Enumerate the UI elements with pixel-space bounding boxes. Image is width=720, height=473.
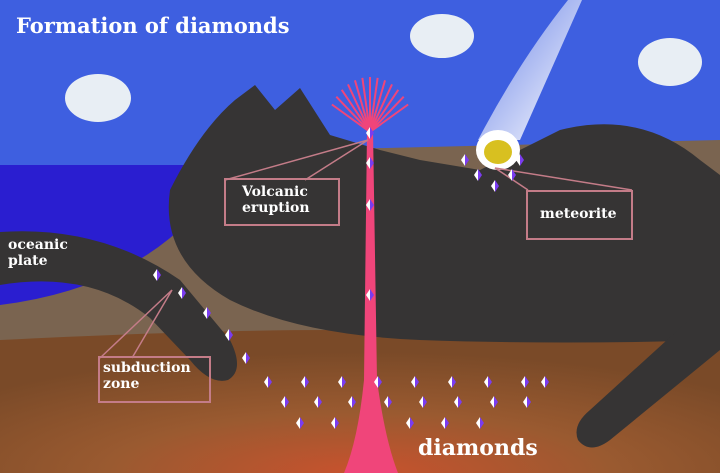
oceanic-line-2: plate (8, 253, 48, 270)
oceanic-plate (0, 231, 238, 381)
subduction-leader (99, 289, 173, 359)
meteor-core (484, 140, 512, 164)
subduction-line-2: zone (103, 376, 140, 393)
subduction-line-1: subduction (103, 360, 191, 376)
diamond-markers (153, 127, 549, 429)
eruption-ray (369, 80, 387, 133)
diamond-icon (264, 376, 272, 388)
diamond-icon (541, 376, 549, 388)
descending-slab (576, 300, 720, 448)
eruption-ray (353, 80, 371, 133)
subduction-zone-box (98, 356, 211, 403)
eruption-ray (347, 83, 371, 133)
eruption-ray (335, 95, 371, 133)
diamond-icon (523, 396, 531, 408)
volcanic-eruption-box (224, 178, 340, 226)
diamond-icon (301, 376, 309, 388)
diamond-icon (516, 154, 524, 166)
diamond-icon (474, 169, 482, 181)
diamond-icon (411, 376, 419, 388)
label-leaders (99, 139, 633, 359)
clouds (65, 14, 702, 122)
eruption-ray (361, 77, 371, 133)
diamond-icon (314, 396, 322, 408)
magma-pipe (344, 130, 398, 473)
eruption-ray (369, 89, 400, 133)
eruption-ray (369, 103, 409, 133)
eruption-ray (331, 103, 371, 133)
diamond-icon (521, 376, 529, 388)
diamond-icon (461, 154, 469, 166)
meteorite-box (526, 190, 633, 240)
meteor-tail (478, 0, 582, 140)
diamond-icon (374, 376, 382, 388)
diamond-icon (441, 417, 449, 429)
eruption-ray (369, 95, 405, 133)
cloud (65, 74, 131, 122)
diamond-icon (454, 396, 462, 408)
meteorite (476, 0, 582, 170)
eruption-ray (340, 89, 371, 133)
diamond-icon (476, 417, 484, 429)
cloud (410, 14, 474, 58)
volcanic-line-2: eruption (242, 200, 310, 217)
diagram-title: Formation of diamonds (16, 13, 290, 38)
diamond-icon (406, 417, 414, 429)
diamond-icon (419, 396, 427, 408)
diamond-icon (242, 352, 250, 364)
volcanic-eruption-label: Volcanic eruption (242, 184, 310, 216)
diamond-icon (338, 376, 346, 388)
diamond-icon (490, 396, 498, 408)
diamonds-label: diamonds (418, 435, 538, 461)
mountain (168, 85, 720, 343)
oceanic-plate-label: oceanic plate (8, 237, 68, 269)
meteorite-leader (494, 167, 633, 191)
diamond-icon (448, 376, 456, 388)
diamond-icon (331, 417, 339, 429)
eruption-fan (331, 77, 409, 133)
diamond-icon (366, 127, 374, 139)
diamond-icon (225, 329, 233, 341)
eruption-ray (369, 77, 379, 133)
oceanic-line-1: oceanic (8, 237, 68, 253)
cloud (638, 38, 702, 86)
diamond-icon (178, 287, 186, 299)
diamond-icon (484, 376, 492, 388)
diamond-icon (384, 396, 392, 408)
diamond-icon (348, 396, 356, 408)
meteorite-label: meteorite (540, 206, 617, 222)
diamond-icon (508, 169, 516, 181)
diamond-icon (366, 289, 374, 301)
eruption-ray (369, 83, 393, 133)
diamond-icon (366, 199, 374, 211)
diamond-icon (366, 157, 374, 169)
diamond-icon (153, 269, 161, 281)
diamond-icon (491, 180, 499, 192)
subduction-zone-label: subduction zone (103, 360, 191, 392)
diamond-icon (203, 307, 211, 319)
volcanic-line-1: Volcanic (242, 184, 308, 200)
diamond-icon (296, 417, 304, 429)
volcanic-leader (224, 139, 369, 181)
diamond-icon (281, 396, 289, 408)
